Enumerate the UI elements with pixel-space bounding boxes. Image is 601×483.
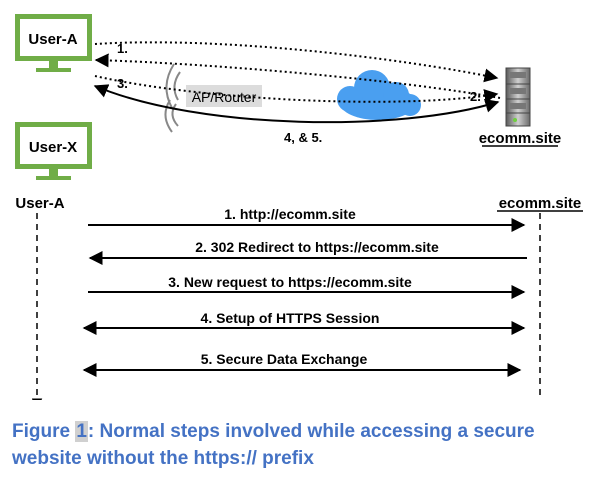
step45-label: 4, & 5. (284, 130, 322, 145)
figure-caption: Figure 1: Normal steps involved while ac… (12, 418, 592, 472)
caption-figure-number: 1 (75, 421, 88, 442)
seq-left-actor-label: User-A (15, 195, 64, 212)
seq-right-actor-label: ecomm.site (499, 195, 582, 212)
step1-label: 1. (117, 41, 128, 56)
caption-text: : Normal steps involved while accessing … (12, 421, 535, 469)
message-1-label: 1. http://ecomm.site (224, 206, 356, 222)
step3-label: 3. (117, 76, 128, 91)
user-x-monitor-icon (15, 122, 92, 180)
user-x-label: User-X (29, 139, 77, 156)
step2-label: 2. (470, 89, 481, 104)
user-a-label: User-A (28, 31, 77, 48)
sequence-messages: 1. http://ecomm.site 2. 302 Redirect to … (82, 206, 527, 377)
wifi-icon (164, 63, 181, 133)
message-2-label: 2. 302 Redirect to https://ecomm.site (195, 239, 439, 255)
user-a-monitor-icon (15, 14, 92, 72)
step3-curve (94, 75, 499, 103)
server-icon (505, 67, 531, 127)
message-5-label: 5. Secure Data Exchange (201, 351, 368, 367)
step1-curve (94, 41, 499, 83)
message-4-label: 4. Setup of HTTPS Session (201, 310, 380, 326)
network-diagram: User-A User-X AP/Router ecomm.site (15, 14, 583, 400)
ap-router-label: AP/Router (192, 89, 257, 105)
step2-curve (94, 53, 501, 99)
step45-curve (93, 84, 500, 124)
message-3-label: 3. New request to https://ecomm.site (168, 274, 412, 290)
server-label: ecomm.site (479, 130, 562, 147)
caption-prefix: Figure (12, 421, 76, 442)
